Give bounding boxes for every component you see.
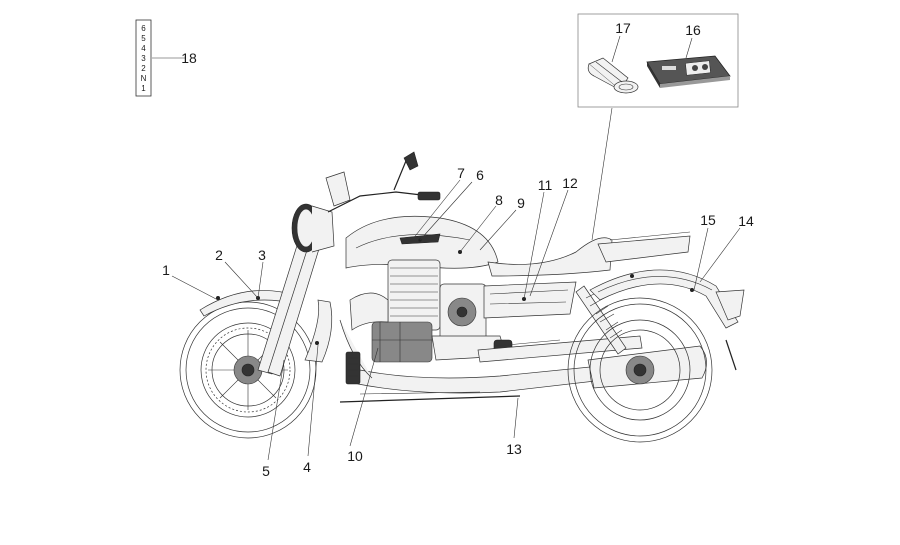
gear-label: 5 [141,34,146,43]
motorcycle-illustration [179,151,745,443]
callout-12: 12 [562,175,578,191]
document-pouch-illustration [587,57,639,94]
side-cover [483,281,577,319]
callout-labels: 1 2 3 4 5 6 7 8 9 10 11 12 13 14 15 16 1… [162,20,754,479]
leader-lines [152,35,741,461]
foot-peg [345,351,361,385]
callout-1: 1 [162,262,170,278]
owners-manual-illustration [646,55,731,88]
engine-block [349,259,513,363]
front-fork [257,221,333,377]
callout-14: 14 [738,213,754,229]
rear-fender [589,269,745,371]
swingarm [339,335,643,403]
rear-shock [575,285,627,355]
gear-indicator-decal: 6 5 4 3 2 N 1 [135,19,152,97]
gear-label: 4 [141,44,146,53]
callout-4: 4 [303,459,311,475]
gear-label: 1 [141,84,146,93]
gear-label: 2 [141,64,146,73]
accessory-inset-box [577,13,739,108]
callout-8: 8 [495,192,503,208]
gear-label: 3 [141,54,146,63]
callout-6: 6 [476,167,484,183]
callout-10: 10 [347,448,363,464]
handlebar [325,151,441,213]
callout-5: 5 [262,463,270,479]
callout-13: 13 [506,441,522,457]
callout-9: 9 [517,195,525,211]
callout-7: 7 [457,165,465,181]
callout-11: 11 [538,177,553,193]
gear-label: 6 [141,24,146,33]
callout-18: 18 [181,50,197,66]
callout-17: 17 [615,20,631,36]
rear-wheel [567,297,713,443]
callout-15: 15 [700,212,716,228]
gear-label: N [141,74,147,83]
front-wheel [179,301,317,439]
headlight [291,203,335,253]
callout-2: 2 [215,247,223,263]
callout-3: 3 [258,247,266,263]
seat [487,231,691,277]
callout-16: 16 [685,22,701,38]
